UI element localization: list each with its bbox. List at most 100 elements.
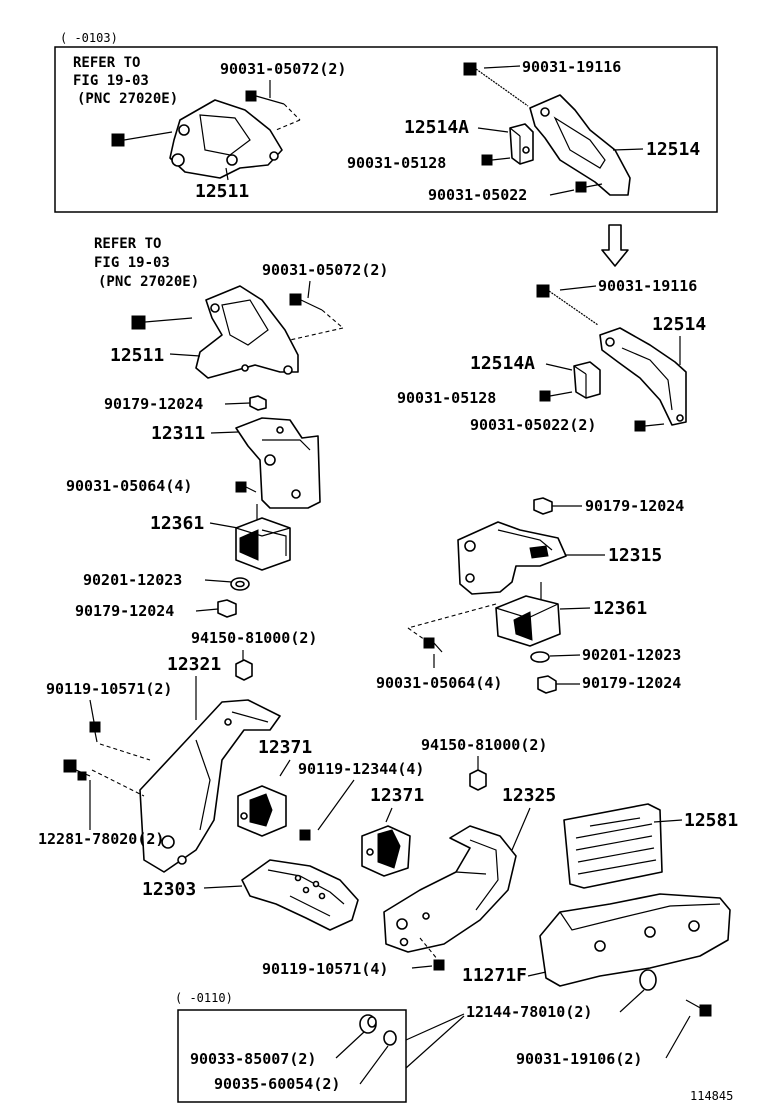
label-90179-12024-c: 90179-12024 [585, 497, 684, 515]
label-12514-mid: 12514 [652, 314, 706, 335]
nut-94150-81000-a [235, 659, 253, 681]
bolt-90031-05128-mid [539, 390, 573, 402]
bracket-12321 [139, 699, 281, 873]
washer-90201-12023-right [530, 651, 550, 663]
label-90031-19116-mid: 90031-19116 [598, 277, 697, 295]
bolt-90119-10571-b [433, 959, 445, 971]
figure-id: 114845 [690, 1089, 733, 1103]
bracket-12511-mid [195, 285, 299, 379]
bolt-90031-05022-top [575, 181, 603, 193]
label-90031-05022-top: 90031-05022 [428, 186, 527, 204]
long-bolt-top [463, 62, 529, 107]
refer-note-mid-2: FIG 19-03 [94, 255, 170, 271]
bolt-90031-05064-right [423, 637, 443, 653]
label-90031-19106-2: 90031-19106(2) [516, 1050, 642, 1068]
label-90201-12023-left: 90201-12023 [83, 571, 182, 589]
label-12511-top: 12511 [195, 181, 249, 202]
label-12514A-top: 12514A [404, 117, 469, 138]
bracket-12514-mid [599, 327, 687, 426]
label-90031-05072-top: 90031-05072(2) [220, 60, 346, 78]
mount-12361-left [235, 504, 291, 571]
refer-note-top-3: (PNC 27020E) [77, 91, 178, 107]
washer-90201-12023-left [230, 577, 250, 591]
label-12303: 12303 [142, 879, 196, 900]
label-11271F: 11271F [462, 965, 527, 986]
range-top-label: ( -0103) [60, 31, 118, 45]
nut-90179-12024-b [217, 599, 237, 618]
label-90031-05128-mid: 90031-05128 [397, 389, 496, 407]
bracket-12514-top [529, 94, 631, 196]
bottom-frame [177, 1009, 407, 1103]
label-12371-b: 12371 [370, 785, 424, 806]
label-90033-85007-2: 90033-85007(2) [190, 1050, 316, 1068]
bolt-90031-05072-mid [289, 293, 323, 311]
bolt-left-top [111, 131, 173, 147]
plate-12303 [241, 859, 359, 931]
label-90119-10571-2: 90119-10571(2) [46, 680, 172, 698]
label-12325: 12325 [502, 785, 556, 806]
label-12321: 12321 [167, 654, 221, 675]
refer-note-top-1: REFER TO [73, 55, 140, 71]
bracket-12511-top [169, 99, 283, 179]
bracket-12311 [235, 417, 321, 509]
label-90031-05072-mid: 90031-05072(2) [262, 261, 388, 279]
label-12514-top: 12514 [646, 139, 700, 160]
label-90119-10571-4: 90119-10571(4) [262, 960, 388, 978]
mount-12361-right [495, 582, 561, 647]
bolt-12281-78020 [63, 759, 91, 781]
label-12361-left: 12361 [150, 513, 204, 534]
label-90031-19116-top: 90031-19116 [522, 58, 621, 76]
top-frame [54, 46, 718, 213]
label-94150-81000-2-b: 94150-81000(2) [421, 736, 547, 754]
bracket-12315 [457, 521, 567, 595]
nut-94150-81000-b [469, 769, 487, 791]
label-90179-12024-a: 90179-12024 [104, 395, 203, 413]
block-12514A-top [509, 123, 534, 165]
label-90031-05128-top: 90031-05128 [347, 154, 446, 172]
label-12581: 12581 [684, 810, 738, 831]
bracket-12325 [383, 825, 517, 953]
label-12511-mid: 12511 [110, 345, 164, 366]
block-12514A-mid [573, 361, 601, 399]
range-bottom-label: ( -0110) [175, 991, 233, 1005]
nut-90179-12024-d [537, 675, 557, 694]
label-90035-60054-2: 90035-60054(2) [214, 1075, 340, 1093]
label-12514A-mid: 12514A [470, 353, 535, 374]
bolt-90031-05072-top [245, 90, 285, 105]
bolt-90031-05128-top [481, 154, 511, 166]
label-90031-05022-2-mid: 90031-05022(2) [470, 416, 596, 434]
cover-11271F [539, 893, 731, 987]
label-90179-12024-d: 90179-12024 [582, 674, 681, 692]
shield-12581 [563, 803, 663, 889]
label-90201-12023-right: 90201-12023 [582, 646, 681, 664]
bolt-90119-12344 [299, 829, 311, 841]
bolt-90031-05064-left [235, 481, 257, 493]
nut-90033-85007 [359, 1014, 377, 1034]
refer-note-top-2: FIG 19-03 [73, 73, 149, 89]
label-90179-12024-b: 90179-12024 [75, 602, 174, 620]
nut-90035-60054 [383, 1030, 397, 1046]
bolt-90031-19106 [685, 999, 712, 1017]
long-bolt-mid [536, 284, 599, 326]
nut-90179-12024-c [533, 497, 553, 515]
label-12281-78020-2: 12281-78020(2) [38, 830, 164, 848]
bolt-left-mid [131, 315, 193, 330]
refer-note-mid-3: (PNC 27020E) [98, 274, 199, 290]
mount-12371-a [237, 785, 287, 837]
down-arrow-icon [601, 224, 629, 267]
bolt-90031-05022-mid [634, 420, 665, 432]
label-12144-78010-2: 12144-78010(2) [466, 1003, 592, 1021]
refer-note-mid-1: REFER TO [94, 236, 161, 252]
label-94150-81000-2-a: 94150-81000(2) [191, 629, 317, 647]
bolt-90119-10571-a [89, 721, 101, 743]
nut-12144-78010 [639, 969, 657, 991]
label-12311: 12311 [151, 423, 205, 444]
nut-90179-12024-a [249, 395, 267, 411]
label-90119-12344-4: 90119-12344(4) [298, 760, 424, 778]
label-12361-right: 12361 [593, 598, 647, 619]
label-90031-05064-4-right: 90031-05064(4) [376, 674, 502, 692]
label-12371-a: 12371 [258, 737, 312, 758]
label-12315: 12315 [608, 545, 662, 566]
mount-12371-b [361, 825, 411, 877]
